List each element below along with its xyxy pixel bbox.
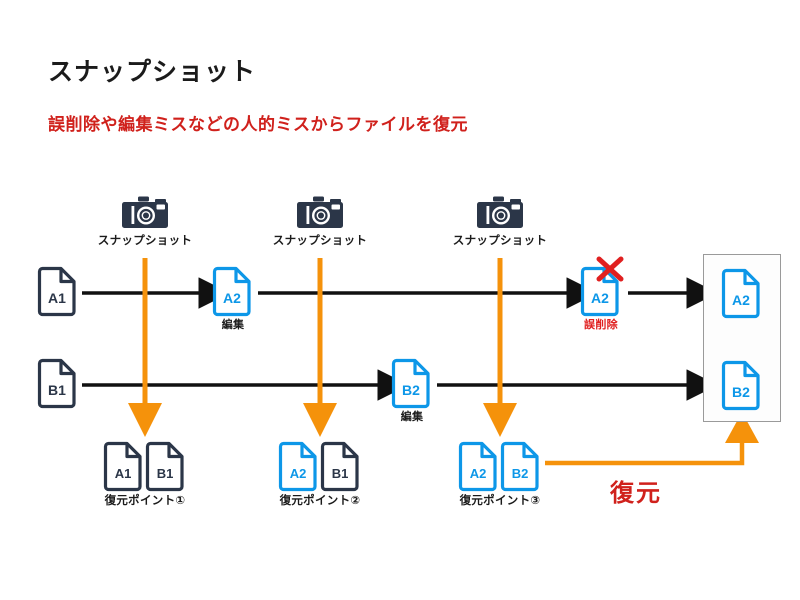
file-label: B1 xyxy=(157,466,174,481)
page-subtitle: 誤削除や編集ミスなどの人的ミスからファイルを復元 xyxy=(48,115,468,134)
file-icon: B1 xyxy=(37,358,76,409)
restore-point-files: A2 B2 xyxy=(430,440,570,492)
file-label: B2 xyxy=(512,466,529,481)
file-icon: A2 xyxy=(212,266,251,317)
restore-path-arrow xyxy=(545,412,759,466)
file-icon: A2 xyxy=(278,441,317,492)
restore-point-files: A2 B1 xyxy=(250,440,390,492)
file-label: A2 xyxy=(591,290,609,306)
snapshot-label: スナップショット xyxy=(452,235,548,247)
file-icon: B2 xyxy=(391,358,430,409)
camera-icon xyxy=(122,196,168,228)
snapshot-drop-arrow-2 xyxy=(303,258,337,437)
page-title: スナップショット xyxy=(48,58,257,86)
file-label: B1 xyxy=(332,466,349,481)
snapshot-drop-arrow-3 xyxy=(483,258,517,437)
restore-point-1: A1 B1 復元ポイント① xyxy=(75,440,215,508)
delete-x-icon xyxy=(596,256,624,282)
file-b2-edited: B2 編集 xyxy=(391,357,432,424)
file-caption: 誤削除 xyxy=(584,319,618,331)
snapshot-label: スナップショット xyxy=(97,235,193,247)
file-a1-original: A1 xyxy=(37,265,78,317)
snapshot-marker-3: スナップショット xyxy=(440,196,560,248)
file-caption: 編集 xyxy=(221,319,245,331)
restore-point-3: A2 B2 復元ポイント③ xyxy=(430,440,570,508)
file-b1-original: B1 xyxy=(37,357,78,409)
file-icon: A2 xyxy=(458,441,497,492)
file-icon: B1 xyxy=(320,441,359,492)
file-b2-current: B2 xyxy=(721,359,762,411)
restore-annotation-label: 復元 xyxy=(610,480,662,507)
restore-point-label: 復元ポイント① xyxy=(104,495,186,507)
restore-point-label: 復元ポイント③ xyxy=(459,495,541,507)
file-label: A2 xyxy=(732,292,750,308)
file-icon: A1 xyxy=(103,441,142,492)
file-label: A1 xyxy=(115,466,132,481)
file-label: A2 xyxy=(470,466,487,481)
snapshot-marker-1: スナップショット xyxy=(85,196,205,248)
restore-point-label: 復元ポイント② xyxy=(279,495,361,507)
camera-icon xyxy=(297,196,343,228)
restore-point-2: A2 B1 復元ポイント② xyxy=(250,440,390,508)
file-a2-current: A2 xyxy=(721,267,762,319)
file-label: A2 xyxy=(290,466,307,481)
file-icon: B2 xyxy=(721,360,760,411)
file-label: A2 xyxy=(223,290,241,306)
restore-point-files: A1 B1 xyxy=(75,440,215,492)
file-icon: B2 xyxy=(500,441,539,492)
snapshot-label: スナップショット xyxy=(272,235,368,247)
file-icon: A2 xyxy=(721,268,760,319)
file-icon: A2 xyxy=(580,256,624,317)
file-label: B2 xyxy=(402,382,420,398)
file-icon: B1 xyxy=(145,441,184,492)
file-caption: 編集 xyxy=(400,411,424,423)
camera-icon xyxy=(477,196,523,228)
file-label: A1 xyxy=(48,290,66,306)
file-label: B2 xyxy=(732,384,750,400)
file-icon: A1 xyxy=(37,266,76,317)
file-a2-edited: A2 編集 xyxy=(212,265,253,332)
snapshot-drop-arrow-1 xyxy=(128,258,162,437)
snapshot-marker-2: スナップショット xyxy=(260,196,380,248)
file-label: B1 xyxy=(48,382,66,398)
file-a2-deleted: A2 誤削除 xyxy=(580,256,624,332)
